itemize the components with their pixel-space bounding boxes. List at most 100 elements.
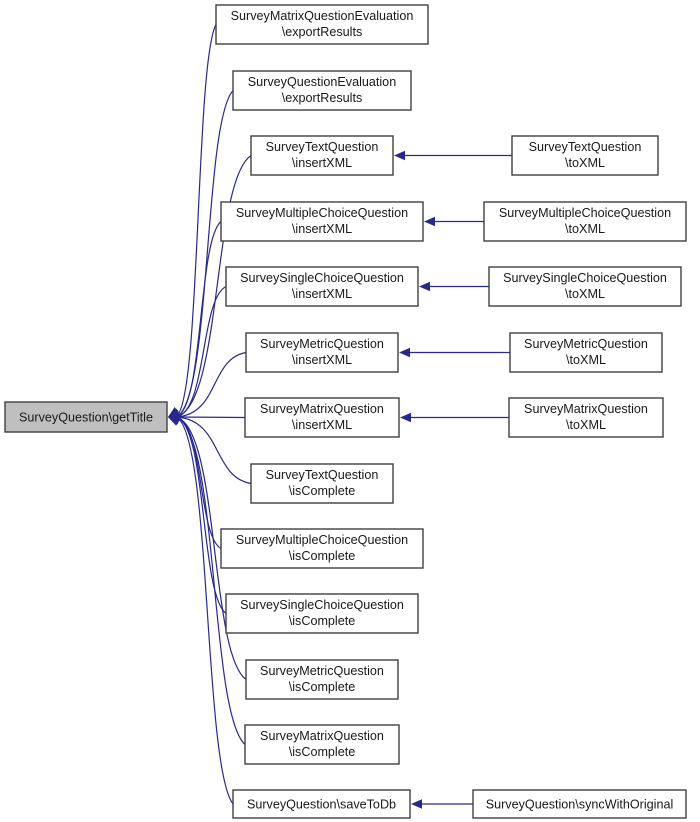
edge-arrowhead-icon	[168, 417, 181, 426]
node-box[interactable]	[245, 332, 399, 373]
graph-node-surveymetricquestion-insertxml[interactable]: SurveyMetricQuestion \insertXML	[245, 332, 399, 373]
graph-node-surveyquestion-gettitle[interactable]: SurveyQuestion\getTitle	[4, 401, 168, 433]
graph-edge-surveysinglechoicequestion-toxml-to-surveysinglechoicequestion-insertxml	[419, 281, 489, 292]
graph-node-surveyquestion-savetodb[interactable]: SurveyQuestion\saveToDb	[232, 789, 411, 819]
node-layer: SurveyQuestion\getTitleSurveyMatrixQuest…	[4, 4, 687, 819]
node-label-line2: \isComplete	[289, 484, 356, 498]
node-box[interactable]	[250, 463, 394, 504]
node-label-line1: SurveyMatrixQuestion	[524, 402, 648, 416]
edge-line	[175, 416, 246, 419]
graph-node-surveymatrixquestionevaluation-exportresults[interactable]: SurveyMatrixQuestionEvaluation \exportRes…	[215, 4, 429, 45]
node-label-line2: \toXML	[566, 418, 606, 432]
node-label-line1: SurveySingleChoiceQuestion	[240, 598, 404, 612]
edge-line	[175, 416, 222, 550]
node-box[interactable]	[250, 135, 394, 176]
graph-node-surveysinglechoicequestion-toxml[interactable]: SurveySingleChoiceQuestion \toXML	[488, 266, 682, 307]
edge-line	[175, 285, 227, 418]
node-box[interactable]	[225, 266, 419, 307]
graph-node-surveytextquestion-insertxml[interactable]: SurveyTextQuestion \insertXML	[250, 135, 394, 176]
node-box[interactable]	[488, 266, 682, 307]
node-box[interactable]	[220, 528, 424, 569]
node-label-line2: \toXML	[565, 222, 605, 236]
edge-arrowhead-icon	[399, 347, 410, 358]
node-label-line1: SurveyQuestion\saveToDb	[247, 797, 396, 811]
node-label-line1: SurveyQuestionEvaluation	[248, 75, 396, 89]
node-label-line2: \exportResults	[282, 91, 363, 105]
node-label-line2: \exportResults	[282, 25, 363, 39]
node-box[interactable]	[232, 70, 412, 111]
edge-line	[175, 416, 246, 745]
edge-line	[175, 221, 222, 418]
graph-node-surveysinglechoicequestion-iscomplete[interactable]: SurveySingleChoiceQuestion\isComplete	[225, 593, 419, 634]
node-box[interactable]	[225, 593, 419, 634]
node-box[interactable]	[244, 397, 400, 438]
node-label-line1: SurveyMetricQuestion	[524, 337, 648, 351]
node-label-line1: SurveySingleChoiceQuestion	[240, 271, 404, 285]
node-label-line1: SurveyMetricQuestion	[260, 664, 384, 678]
node-label-line1: SurveySingleChoiceQuestion	[503, 271, 667, 285]
graph-edge-surveymetricquestion-toxml-to-surveymetricquestion-insertxml	[399, 347, 510, 358]
graph-node-surveymatrixquestion-insertxml[interactable]: SurveyMatrixQuestion\insertXML	[244, 397, 400, 438]
edge-line	[175, 24, 217, 418]
node-label-line1: SurveyMatrixQuestion	[260, 729, 384, 743]
graph-node-surveyquestionevaluation-exportresults[interactable]: SurveyQuestionEvaluation \exportResults	[232, 70, 412, 111]
graph-node-surveysinglechoicequestion-insertxml[interactable]: SurveySingleChoiceQuestion \insertXML	[225, 266, 419, 307]
graph-node-surveymetricquestion-toxml[interactable]: SurveyMetricQuestion \toXML	[509, 332, 663, 373]
node-label-line1: SurveyMultipleChoiceQuestion	[236, 533, 408, 547]
node-label-line2: \isComplete	[289, 680, 356, 694]
graph-node-surveymetricquestion-iscomplete[interactable]: SurveyMetricQuestion \isComplete	[245, 659, 399, 700]
graph-node-surveyquestion-syncwithoriginal[interactable]: SurveyQuestion\syncWithOriginal	[472, 789, 687, 819]
graph-node-surveymultiplechoicequestion-toxml[interactable]: SurveyMultipleChoiceQuestion \toXML	[483, 201, 687, 242]
edge-line	[175, 416, 234, 805]
graph-node-surveymatrixquestion-iscomplete[interactable]: SurveyMatrixQuestion \isComplete	[244, 724, 400, 765]
edge-line	[175, 416, 247, 680]
edge-arrowhead-icon	[394, 150, 405, 161]
graph-node-surveymatrixquestion-toxml[interactable]: SurveyMatrixQuestion \toXML	[508, 397, 664, 438]
node-box[interactable]	[509, 332, 663, 373]
graph-node-surveymultiplechoicequestion-insertxml[interactable]: SurveyMultipleChoiceQuestion \insertXML	[220, 201, 424, 242]
node-label-line1: SurveyMultipleChoiceQuestion	[499, 206, 671, 220]
node-label-line2: \insertXML	[292, 222, 352, 236]
edge-arrowhead-icon	[411, 799, 422, 809]
node-label-line1: SurveyQuestion\getTitle	[19, 410, 153, 424]
graph-edge-surveymatrixquestionevaluation-exportresults-to-surveyquestion-gettitle	[168, 24, 217, 418]
node-box[interactable]	[472, 789, 687, 819]
node-label-line1: SurveyQuestion\syncWithOriginal	[486, 797, 674, 811]
node-label-line2: \isComplete	[289, 745, 356, 759]
node-box[interactable]	[220, 201, 424, 242]
node-label-line2: \insertXML	[292, 156, 352, 170]
node-box[interactable]	[245, 659, 399, 700]
node-label-line1: SurveyTextQuestion	[529, 140, 642, 154]
node-label-line1: SurveyTextQuestion	[266, 140, 379, 154]
node-box[interactable]	[483, 201, 687, 242]
node-label-line2: \toXML	[566, 353, 606, 367]
graph-edge-surveymatrixquestion-toxml-to-surveymatrixquestion-insertxml	[400, 412, 509, 423]
node-label-line2: \insertXML	[292, 418, 352, 432]
node-label-line2: \toXML	[565, 287, 605, 301]
graph-edge-surveymatrixquestion-iscomplete-to-surveyquestion-gettitle	[168, 415, 246, 745]
graph-edge-surveymultiplechoicequestion-toxml-to-surveymultiplechoicequestion-insertxml	[424, 216, 484, 227]
node-label-line1: SurveyMatrixQuestionEvaluation	[231, 9, 414, 23]
node-label-line2: \insertXML	[292, 353, 352, 367]
node-label-line1: SurveyMultipleChoiceQuestion	[236, 206, 408, 220]
graph-edge-surveyquestion-syncwithoriginal-to-surveyquestion-savetodb	[411, 799, 473, 809]
graph-edge-surveytextquestion-iscomplete-to-surveyquestion-gettitle	[168, 412, 252, 485]
node-box[interactable]	[215, 4, 429, 45]
graph-edge-surveysinglechoicequestion-iscomplete-to-surveyquestion-gettitle	[168, 415, 227, 614]
graph-node-surveytextquestion-toxml[interactable]: SurveyTextQuestion \toXML	[511, 135, 659, 176]
graph-node-surveytextquestion-iscomplete[interactable]: SurveyTextQuestion\isComplete	[250, 463, 394, 504]
node-label-line1: SurveyMetricQuestion	[260, 337, 384, 351]
node-label-line2: \insertXML	[292, 287, 352, 301]
edge-layer	[168, 24, 512, 809]
node-box[interactable]	[508, 397, 664, 438]
graph-edge-surveymultiplechoicequestion-iscomplete-to-surveyquestion-gettitle	[168, 414, 222, 550]
node-box[interactable]	[232, 789, 411, 819]
graph-edge-surveyquestion-savetodb-to-surveyquestion-gettitle	[168, 416, 234, 805]
node-box-highlighted[interactable]	[4, 401, 168, 433]
graph-node-surveymultiplechoicequestion-iscomplete[interactable]: SurveyMultipleChoiceQuestion\isComplete	[220, 528, 424, 569]
node-box[interactable]	[244, 724, 400, 765]
node-box[interactable]	[511, 135, 659, 176]
node-label-line2: \toXML	[565, 156, 605, 170]
edge-line	[175, 90, 234, 418]
